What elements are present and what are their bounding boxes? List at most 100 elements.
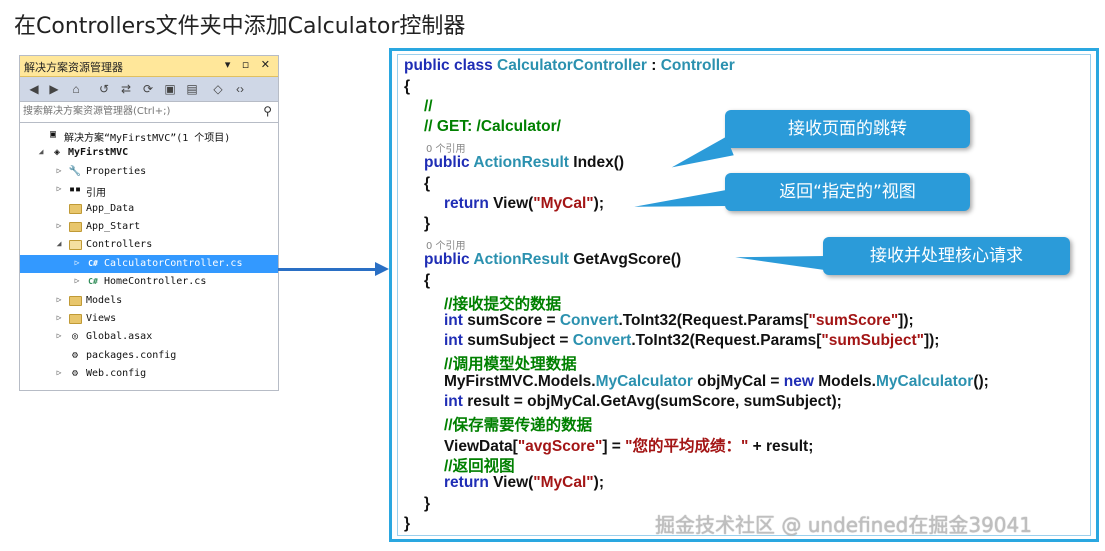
code-comment: // GET: /Calculator/ [424, 118, 561, 135]
callout-receive-jump: 接收页面的跳转 [725, 110, 970, 148]
code-comment: //调用模型处理数据 [444, 356, 577, 373]
statement-new-calculator: MyFirstMVC.Models.MyCalculator objMyCal … [444, 373, 989, 390]
tree-node-label: Views [86, 312, 117, 324]
code-comment: //返回视图 [444, 458, 515, 475]
solution-explorer-toolbar: ◀ ▶ ⌂ ↺ ⇄ ⟳ ▣ ▤ ◇ ‹› [20, 77, 278, 102]
class-declaration: public class CalculatorController : Cont… [404, 57, 735, 74]
folder-icon [68, 203, 82, 215]
statement-result: int result = objMyCal.GetAvg(sumScore, s… [444, 393, 842, 410]
config-file-icon: ⚙ [71, 349, 79, 361]
solution-icon: ▣ [49, 129, 57, 140]
method-getavgscore: public ActionResult GetAvgScore() [424, 251, 682, 268]
statement-viewdata: ViewData["avgScore"] = "您的平均成绩：" + resul… [444, 438, 814, 455]
tree-node[interactable]: ▷ C# HomeController.cs [20, 273, 278, 291]
tree-node-label: CalculatorController.cs [104, 257, 243, 269]
tree-node[interactable]: ◢ ◈ MyFirstMVC [20, 144, 278, 162]
references-icon: ▪▪ [68, 184, 82, 196]
code-comment: //保存需要传递的数据 [444, 417, 593, 434]
reference-count[interactable]: 0 个引用 [426, 241, 466, 252]
forward-icon[interactable]: ▶ [49, 82, 59, 96]
tree-node[interactable]: ▷ App_Start [20, 218, 278, 236]
tree-node-label: packages.config [86, 349, 177, 361]
tree-node[interactable]: ▷ ◎ Global.asax [20, 328, 278, 346]
solution-explorer-title: 解决方案资源管理器 [24, 61, 123, 74]
return-statement: return View("MyCal"); [444, 195, 604, 212]
global-file-icon: ◎ [71, 331, 79, 343]
collapsed-arrow-icon[interactable]: ▷ [56, 184, 62, 194]
collapsed-arrow-icon[interactable]: ▷ [56, 220, 62, 230]
project-icon: ◈ [53, 147, 61, 159]
solution-explorer-panel: 解决方案资源管理器 ▾ ▫ ✕ ◀ ▶ ⌂ ↺ ⇄ ⟳ ▣ ▤ ◇ ‹› ⚲ ▣… [19, 55, 279, 391]
method-brace-open: { [424, 175, 431, 192]
refresh-icon[interactable]: ⟳ [142, 82, 154, 96]
tree-node-label: Models [86, 294, 123, 306]
code-comment: //接收提交的数据 [444, 296, 562, 313]
collapsed-arrow-icon[interactable]: ▷ [56, 165, 62, 175]
solution-tree: ▣ 解决方案“MyFirstMVC”(1 个项目) ◢ ◈ MyFirstMVC ▷ 🔧 Pr… [20, 126, 278, 383]
tree-node[interactable]: ▷ C# CalculatorController.cs [20, 254, 278, 274]
return-statement: return View("MyCal"); [444, 474, 604, 491]
pointer-arrow-line [278, 268, 378, 271]
tree-node[interactable]: ▷ ▪▪ 引用 [20, 181, 278, 199]
tree-node[interactable]: ⚙ packages.config [20, 347, 278, 365]
tree-node-label: Properties [86, 165, 147, 177]
back-icon[interactable]: ◀ [29, 82, 39, 96]
callout-core-request: 接收并处理核心请求 [823, 237, 1070, 275]
expanded-arrow-icon[interactable]: ◢ [56, 239, 62, 249]
folder-open-icon [68, 239, 82, 251]
tree-node[interactable]: ◢ Controllers [20, 236, 278, 254]
method-brace-close: } [424, 495, 431, 512]
reference-count[interactable]: 0 个引用 [426, 144, 466, 155]
tree-node[interactable]: ▷ ⚙ Web.config [20, 365, 278, 383]
tree-node-label: 解决方案“MyFirstMVC”(1 个项目) [64, 133, 231, 144]
home-icon[interactable]: ⌂ [72, 82, 80, 96]
solution-search-input[interactable] [23, 104, 243, 118]
tree-node-label: Web.config [86, 368, 147, 380]
watermark: 掘金技术社区 @ undefined在掘金39041 [655, 513, 1032, 537]
search-icon[interactable]: ⚲ [263, 104, 272, 118]
collapsed-arrow-icon[interactable]: ▷ [74, 257, 80, 267]
tree-node[interactable]: ▷ Models [20, 292, 278, 310]
collapsed-arrow-icon[interactable]: ▷ [56, 312, 62, 322]
tree-node-label: Controllers [86, 239, 153, 251]
tree-node-label: 引用 [86, 188, 106, 200]
view-code-icon[interactable]: ◇ [213, 82, 223, 96]
tree-node[interactable]: ▷ 🔧 Properties [20, 163, 278, 181]
code-comment: // [424, 98, 433, 115]
tree-node-label: App_Start [86, 220, 141, 232]
collapse-all-icon[interactable]: ▣ [164, 82, 176, 96]
window-controls[interactable]: ▾ ▫ ✕ [224, 58, 274, 71]
show-all-files-icon[interactable]: ▤ [186, 82, 198, 96]
collapsed-arrow-icon[interactable]: ▷ [56, 368, 62, 378]
wrench-icon: 🔧 [68, 165, 82, 177]
tree-node-label: App_Data [86, 202, 135, 214]
config-file-icon: ⚙ [71, 368, 79, 380]
code-icon[interactable]: ‹› [236, 82, 244, 96]
expanded-arrow-icon[interactable]: ◢ [38, 147, 44, 157]
collapsed-arrow-icon[interactable]: ▷ [56, 331, 62, 341]
callout-return-view: 返回“指定的”视图 [725, 173, 970, 211]
class-brace-open: { [404, 78, 411, 95]
history-icon[interactable]: ↺ [98, 82, 110, 96]
folder-icon [68, 221, 82, 233]
solution-explorer-titlebar: 解决方案资源管理器 ▾ ▫ ✕ [20, 56, 278, 77]
tree-node[interactable]: ▣ 解决方案“MyFirstMVC”(1 个项目) [20, 126, 278, 144]
solution-explorer-search: ⚲ [20, 102, 278, 123]
csharp-file-icon: C# [88, 277, 98, 287]
csharp-file-icon: C# [88, 258, 98, 268]
slide-title: 在Controllers文件夹中添加Calculator控制器 [14, 14, 466, 39]
sync-icon[interactable]: ⇄ [120, 82, 132, 96]
method-brace-open: { [424, 272, 431, 289]
tree-node-label: Global.asax [86, 331, 153, 343]
tree-node[interactable]: ▷ Views [20, 310, 278, 328]
folder-icon [68, 295, 82, 307]
statement-sumsubject: int sumSubject = Convert.ToInt32(Request… [444, 332, 940, 349]
class-brace-close: } [404, 515, 411, 532]
tree-node[interactable]: App_Data [20, 200, 278, 218]
method-brace-close: } [424, 215, 431, 232]
tree-node-label: HomeController.cs [104, 276, 207, 288]
collapsed-arrow-icon[interactable]: ▷ [56, 294, 62, 304]
folder-icon [68, 313, 82, 325]
collapsed-arrow-icon[interactable]: ▷ [74, 276, 80, 286]
tree-node-label: MyFirstMVC [68, 147, 129, 159]
